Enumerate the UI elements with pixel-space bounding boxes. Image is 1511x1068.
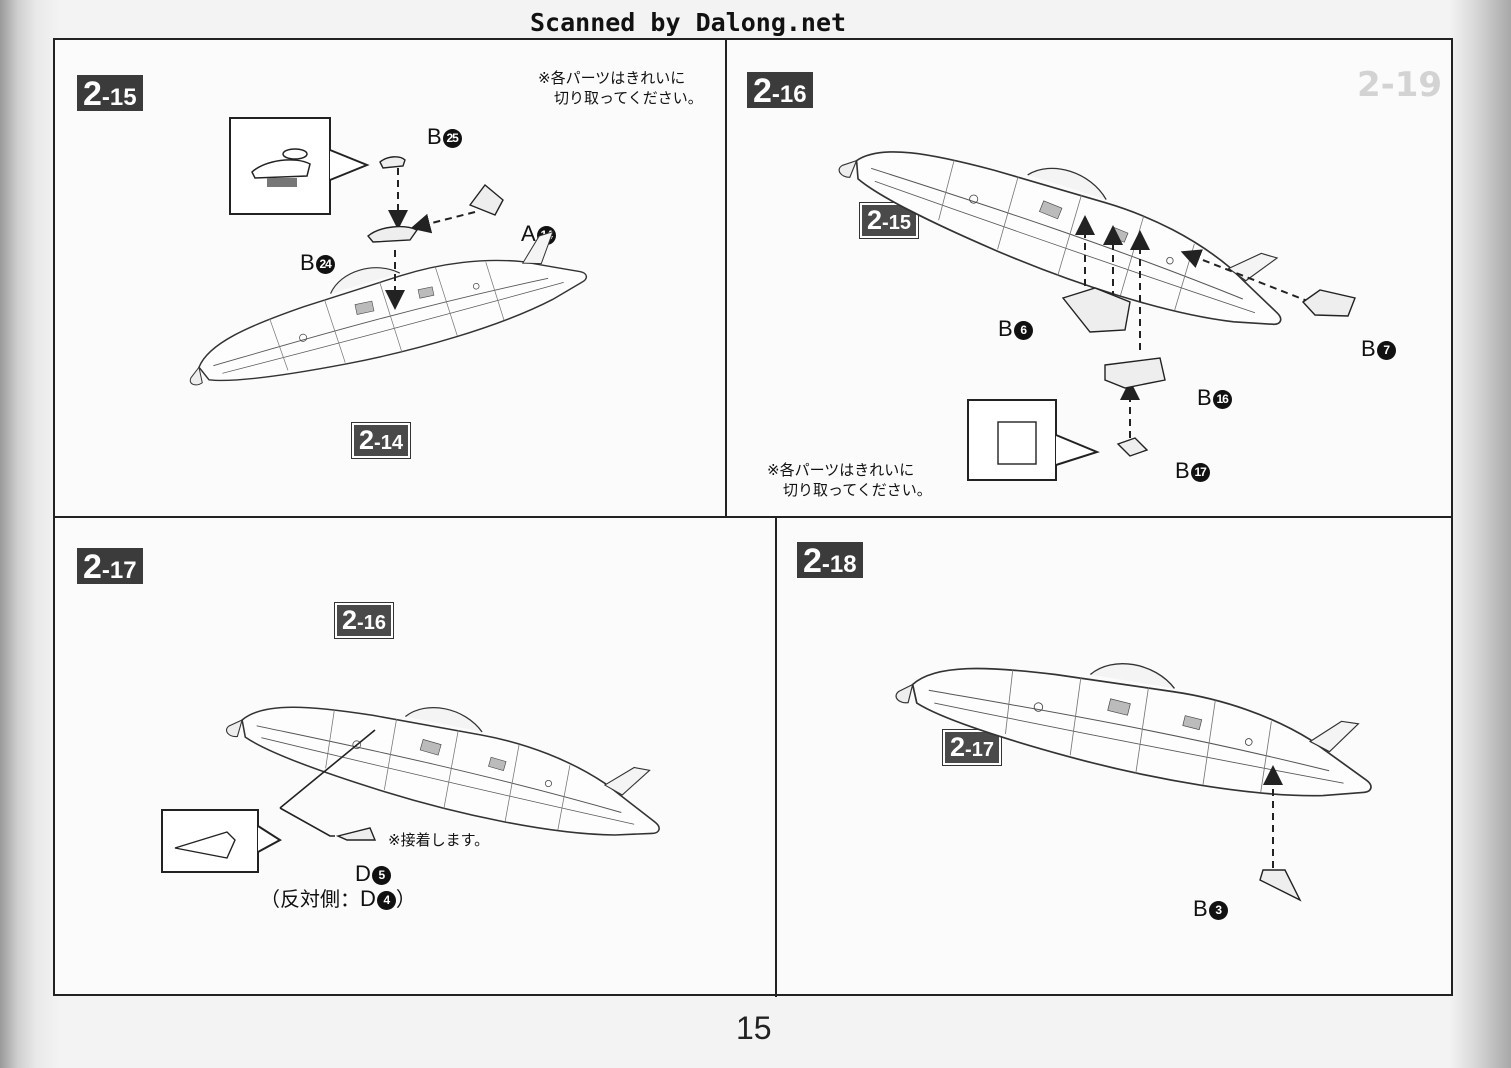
part-number: 16 — [1212, 389, 1232, 409]
step-minor: -17 — [101, 557, 137, 584]
note-line: ※各パーツはきれいに — [767, 461, 915, 479]
part-shape — [1259, 869, 1302, 902]
opposite-prefix: （反対側： — [260, 889, 360, 911]
part-shape — [468, 183, 504, 216]
note-text: ※各パーツはきれいに 切り取ってください。 — [767, 460, 932, 500]
scanner-credit: Scanned by Dalong.net — [530, 8, 847, 37]
part-shape — [1301, 289, 1356, 317]
part-letter: A — [521, 221, 536, 246]
assembly-arrow — [410, 211, 476, 234]
part-letter: D — [355, 861, 371, 886]
step-major: 2 — [83, 75, 102, 113]
ship-illustration — [831, 89, 1304, 361]
assembly-arrow — [1180, 249, 1311, 303]
ref-badge: 2-16 — [334, 602, 394, 639]
ref-minor: -15 — [882, 212, 911, 234]
part-shape — [1061, 287, 1131, 333]
step-major: 2 — [803, 542, 822, 580]
ship-illustration — [174, 223, 595, 398]
part-shape — [1116, 437, 1149, 457]
callout-box — [967, 399, 1100, 481]
part-number: 6 — [1013, 320, 1033, 340]
part-number: 17 — [1190, 462, 1210, 482]
assembly-illustrations — [161, 89, 1387, 902]
step-badge: 2-15 — [77, 75, 143, 111]
step-minor: -16 — [771, 81, 807, 108]
ref-minor: -16 — [357, 612, 386, 634]
callout-box — [161, 809, 282, 873]
ref-badge: 2-14 — [351, 422, 411, 459]
opposite-suffix: ） — [395, 889, 416, 911]
part-letter: B — [998, 316, 1013, 341]
part-number: 25 — [442, 128, 462, 148]
page-number: 15 — [736, 1010, 772, 1046]
ref-minor: -17 — [965, 739, 994, 761]
part-shape — [379, 156, 406, 169]
ship-illustration — [221, 651, 676, 869]
part-number: 5 — [371, 865, 391, 885]
divider-top-vertical — [725, 40, 727, 517]
divider-horizontal — [55, 516, 1451, 518]
part-letter: B — [427, 124, 442, 149]
ghost-mark: 2-19 — [1357, 65, 1443, 105]
part-number: 24 — [315, 254, 335, 274]
part-letter: B — [1193, 896, 1208, 921]
part-letter: D — [360, 886, 376, 911]
part-shape — [335, 827, 377, 841]
note-line: 切り取ってください。 — [783, 481, 932, 499]
step-minor: -15 — [101, 84, 137, 111]
part-letter: B — [1197, 385, 1212, 410]
part-shape — [1104, 357, 1166, 389]
part-letter: B — [300, 250, 315, 275]
leader-line — [279, 729, 376, 809]
step-badge: 2-18 — [797, 542, 863, 578]
part-shape — [367, 225, 419, 243]
part-number: 3 — [1208, 900, 1228, 920]
leader-line — [279, 807, 335, 837]
part-letter: B — [1175, 458, 1190, 483]
part-number: 4 — [376, 891, 396, 911]
note-text: ※各パーツはきれいに 切り取ってください。 — [538, 68, 703, 108]
step-minor: -18 — [821, 551, 857, 578]
part-letter: B — [1361, 336, 1376, 361]
ref-minor: -14 — [374, 432, 403, 454]
step-badge: 2-16 — [747, 72, 813, 108]
note-line: ※各パーツはきれいに — [538, 69, 686, 87]
note-line: ※接着します。 — [388, 831, 490, 849]
note-line: 切り取ってください。 — [554, 89, 703, 107]
ref-major: 2 — [950, 732, 966, 762]
ref-badge: 2-17 — [942, 729, 1002, 766]
step-major: 2 — [753, 72, 772, 110]
ship-illustration — [890, 609, 1387, 831]
step-badge: 2-17 — [77, 548, 143, 584]
ref-major: 2 — [342, 605, 358, 635]
ref-major: 2 — [867, 205, 883, 235]
step-major: 2 — [83, 548, 102, 586]
part-number: 7 — [1376, 340, 1396, 360]
note-text: ※接着します。 — [388, 830, 489, 850]
callout-box — [229, 117, 370, 215]
divider-bottom-vertical — [775, 517, 777, 997]
ref-major: 2 — [359, 425, 375, 455]
